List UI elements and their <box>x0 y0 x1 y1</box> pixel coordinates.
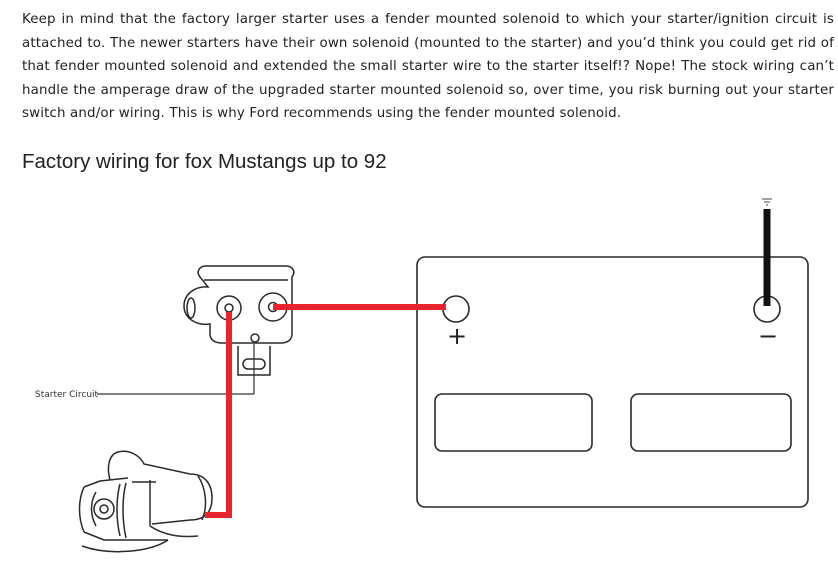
battery-icon <box>416 256 809 508</box>
solenoid-icon <box>183 265 295 376</box>
negative-symbol: − <box>758 322 778 350</box>
starter-motor-icon <box>78 450 213 553</box>
solenoid-to-starter-cable <box>205 312 232 518</box>
positive-cables <box>205 304 446 518</box>
positive-symbol: + <box>447 322 467 350</box>
battery-cell-right <box>630 393 792 452</box>
starter-circuit-callout: Starter Circuit <box>35 344 255 400</box>
starter-circuit-label: Starter Circuit <box>35 390 99 400</box>
section-heading: Factory wiring for fox Mustangs up to 92 <box>22 150 387 173</box>
battery-cell-left <box>434 393 593 452</box>
intro-paragraph: Keep in mind that the factory larger sta… <box>22 12 834 122</box>
ground-symbol-icon <box>762 198 772 206</box>
battery-case <box>416 256 809 508</box>
positive-terminal <box>442 295 470 323</box>
